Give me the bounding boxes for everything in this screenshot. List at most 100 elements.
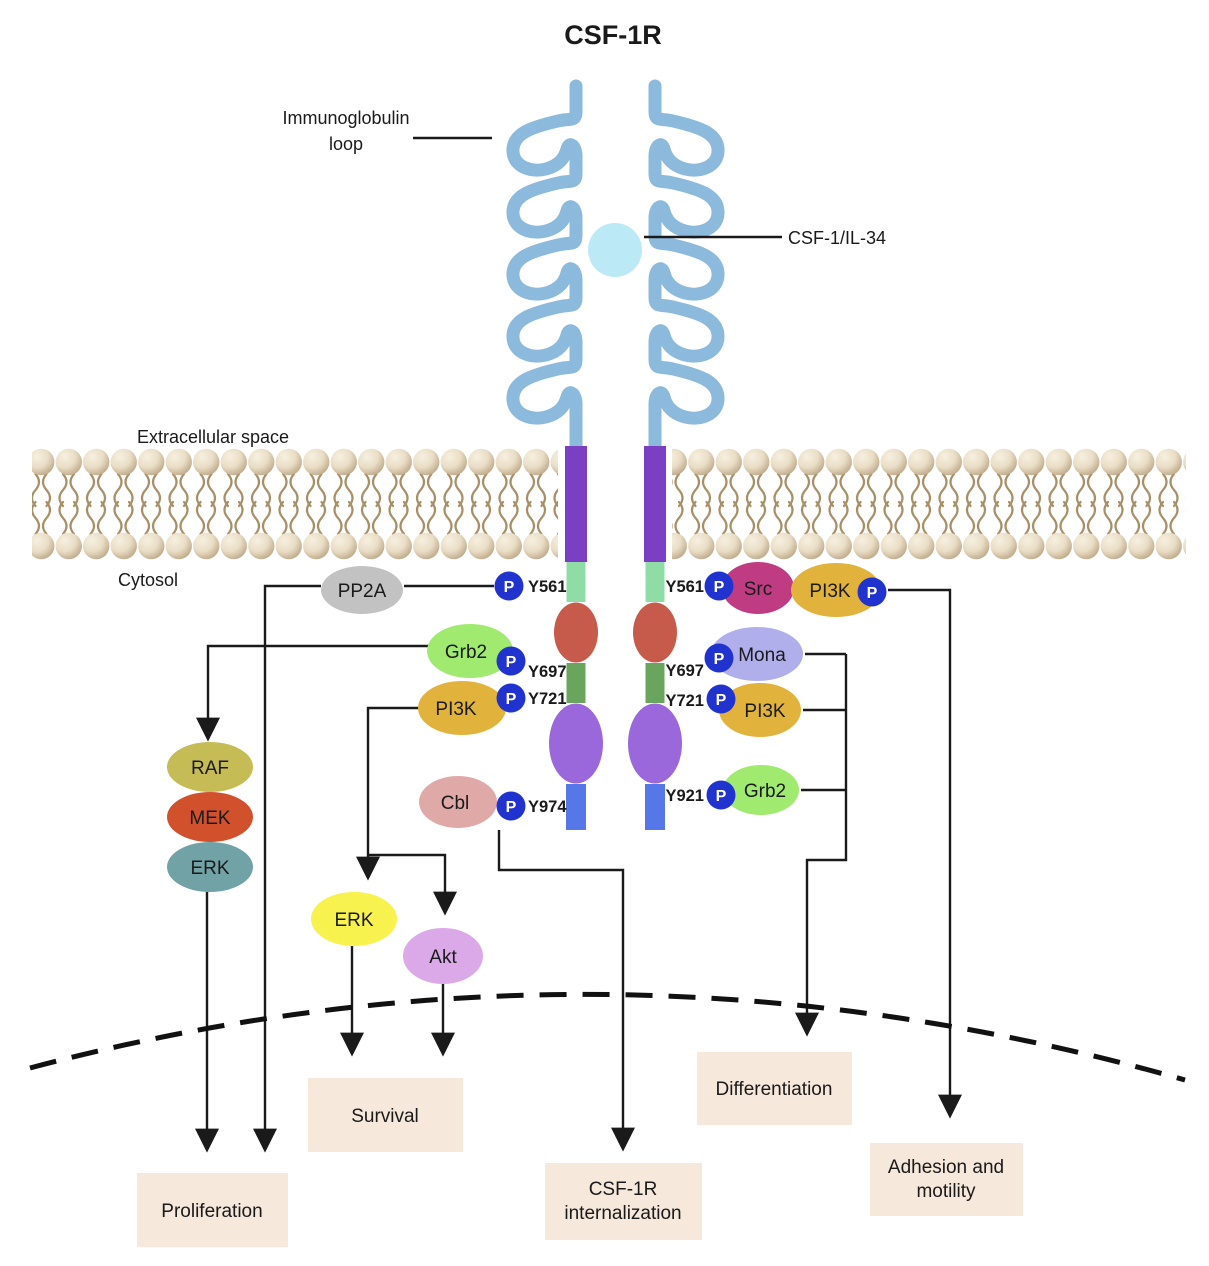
ligand-annotation: CSF-1/IL-34 — [788, 228, 886, 248]
internalization-box — [545, 1163, 702, 1240]
differentiation-box — [697, 1052, 852, 1125]
cbl-label: Cbl — [441, 793, 470, 814]
p-glyph: P — [716, 692, 727, 709]
tm-segment-right — [644, 446, 666, 562]
phospho-badge-y561-left: P — [494, 571, 524, 601]
kinase-insert-right — [645, 663, 665, 703]
outcome-boxes: Proliferation Survival CSF-1R internaliz… — [137, 1052, 1023, 1247]
adhesion-label-line1: Adhesion and — [888, 1157, 1004, 1178]
csf1r-receptor — [506, 79, 725, 830]
p-glyph: P — [714, 651, 725, 668]
p-glyph: P — [714, 579, 725, 596]
ctail-left — [566, 784, 586, 830]
p-glyph: P — [716, 788, 727, 805]
pp2a-ellipse — [321, 566, 403, 614]
pi3k-left-ellipse — [418, 681, 506, 735]
cytosol-label: Cytosol — [118, 570, 178, 590]
ctail-right — [645, 784, 665, 830]
mona-ellipse — [711, 627, 803, 681]
adhesion-box — [870, 1143, 1023, 1216]
y721-right-label: Y721 — [665, 692, 704, 710]
line-pi3k-erk — [356, 706, 419, 881]
tm-segment-left — [565, 446, 587, 562]
line-cbl-internalization — [497, 830, 635, 1152]
y921-right-label: Y921 — [665, 787, 704, 805]
erk-label: ERK — [334, 910, 373, 931]
internalization-label-line2: internalization — [564, 1203, 681, 1224]
pp2a-label: PP2A — [338, 581, 387, 602]
line-pi3ksrc-adhesion — [888, 588, 962, 1119]
line-grb2-raf — [196, 644, 429, 742]
pi3k-src-label: PI3K — [809, 581, 851, 602]
p-glyph: P — [506, 691, 517, 708]
kinase-lobe2-left — [549, 703, 603, 784]
igloop-annotation-line1: Immunoglobulin — [282, 108, 409, 128]
line-bracket-differentiation — [795, 654, 848, 1037]
juxtamembrane-right — [645, 562, 665, 602]
p-glyph: P — [504, 579, 515, 596]
grb2-right-label: Grb2 — [744, 781, 786, 802]
p-glyph: P — [506, 799, 517, 816]
kinase-lobe1-right — [633, 602, 677, 663]
igloop-annotation-line2: loop — [329, 134, 363, 154]
proliferation-label: Proliferation — [161, 1201, 262, 1222]
pathway-lines — [195, 136, 962, 1153]
erk-cascade-ellipse — [167, 842, 253, 892]
akt-ellipse — [403, 928, 483, 984]
adhesion-label-line2: motility — [916, 1181, 976, 1202]
phospho-badge-y561-right: P — [704, 571, 734, 601]
phospho-badge-y721-left: P — [496, 683, 526, 713]
phospho-badge-y921-right: P — [706, 780, 736, 810]
signaling-proteins: PP2A Grb2 PI3K Cbl Src PI3K Mona PI3K Gr… — [167, 562, 881, 984]
kinase-lobe1-left — [554, 602, 598, 663]
src-label: Src — [744, 579, 773, 600]
grb2-left-label: Grb2 — [445, 642, 487, 663]
phospho-sites: P Y561 P Y697 P Y721 P Y974 Y561 P P Y69… — [494, 571, 887, 821]
y697-right-label: Y697 — [665, 662, 704, 680]
nucleus-boundary-dashed — [29, 991, 1186, 1083]
pi3k-src-ellipse — [791, 563, 881, 617]
differentiation-label: Differentiation — [716, 1079, 833, 1100]
pi3k-left-label: PI3K — [435, 699, 477, 720]
annotation-texts: CSF-1R Immunoglobulin loop CSF-1/IL-34 E… — [118, 20, 886, 590]
ligand-circle — [588, 223, 642, 277]
membrane-right-section — [672, 448, 1186, 560]
grb2-right-ellipse — [723, 765, 799, 815]
src-ellipse — [722, 562, 794, 614]
y561-left-label: Y561 — [528, 578, 567, 596]
akt-label: Akt — [429, 947, 457, 968]
raf-label: RAF — [191, 758, 229, 779]
y974-left-label: Y974 — [528, 798, 567, 816]
p-glyph: P — [506, 654, 517, 671]
raf-ellipse — [167, 742, 253, 792]
phospho-badge-y721-right: P — [706, 684, 736, 714]
ig-loops-left-monomer — [506, 79, 583, 459]
y561-right-label: Y561 — [665, 578, 704, 596]
erk-ellipse — [311, 892, 397, 946]
kinase-insert-left — [566, 663, 586, 703]
extracellular-label: Extracellular space — [137, 427, 289, 447]
mek-ellipse — [167, 792, 253, 842]
grb2-left-ellipse — [427, 624, 513, 678]
phospho-badge-y974-left: P — [496, 791, 526, 821]
survival-label: Survival — [351, 1106, 419, 1127]
y721-left-label: Y721 — [528, 690, 567, 708]
y697-left-label: Y697 — [528, 663, 567, 681]
ig-loops-right-monomer — [648, 79, 725, 459]
cbl-ellipse — [419, 776, 497, 828]
plasma-membrane — [32, 448, 1186, 560]
mona-label: Mona — [738, 645, 786, 666]
line-pp2a-proliferation — [253, 584, 321, 1153]
mek-label: MEK — [189, 808, 231, 829]
pi3k-right-label: PI3K — [744, 701, 786, 722]
phospho-badge-y697-left: P — [496, 646, 526, 676]
pi3k-right-ellipse — [719, 683, 801, 737]
diagram-title: CSF-1R — [564, 20, 662, 50]
survival-box — [308, 1078, 463, 1152]
phospho-badge-mona: P — [704, 643, 734, 673]
line-pi3k-akt — [368, 853, 457, 916]
p-glyph: P — [867, 585, 878, 602]
erk-cascade-label: ERK — [190, 858, 229, 879]
